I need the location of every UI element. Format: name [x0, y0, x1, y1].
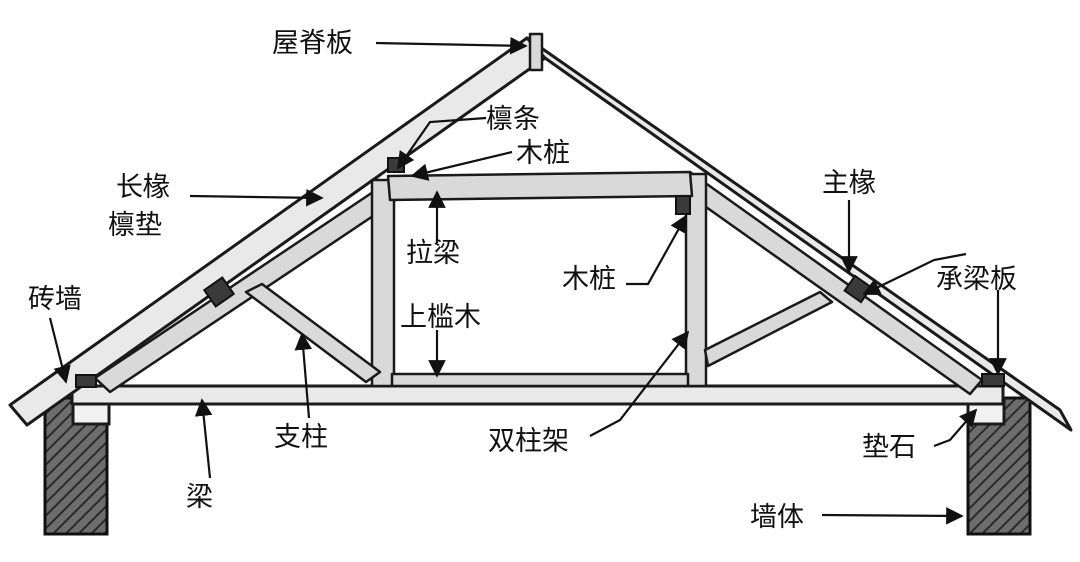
right-long-rafter: [525, 36, 1073, 432]
label-wall-body: 墙体: [750, 502, 804, 533]
label-beam: 梁: [186, 482, 213, 513]
main-beam: [70, 384, 1005, 406]
leader-lines: [48, 36, 1007, 525]
right-strut: [703, 290, 834, 368]
label-brick-wall: 砖墙: [28, 284, 82, 315]
label-purlin-pad: 檩垫: [108, 210, 162, 241]
left-plate-block: [75, 374, 97, 388]
label-ridge-board: 屋脊板: [272, 28, 353, 59]
left-purlin-pad: [202, 276, 236, 308]
label-long-rafter: 长椽: [116, 172, 170, 203]
label-bearing-plate: 承梁板: [936, 264, 1017, 295]
label-upper-sill: 上槛木: [400, 302, 481, 333]
right-wood-peg: [675, 195, 691, 215]
label-tie-beam: 拉梁: [406, 238, 460, 269]
right-plate-block: [981, 373, 1005, 387]
label-strut: 支柱: [274, 422, 328, 453]
label-wood-peg-right: 木桩: [562, 264, 616, 295]
left-long-rafter: [8, 36, 547, 427]
left-post: [370, 178, 396, 388]
left-strut: [244, 282, 382, 384]
collar-tie-beam: [386, 170, 694, 202]
right-post: [684, 172, 708, 388]
ridge-board: [528, 32, 544, 72]
top-purlin-block: [387, 157, 405, 173]
label-wood-peg-top: 木桩: [516, 138, 570, 169]
label-double-post-frame: 双柱架: [488, 426, 569, 457]
label-pad-stone: 垫石: [862, 432, 916, 463]
upper-sill: [390, 372, 690, 388]
label-purlin: 檩条: [486, 104, 540, 135]
label-main-rafter: 主椽: [822, 168, 876, 199]
